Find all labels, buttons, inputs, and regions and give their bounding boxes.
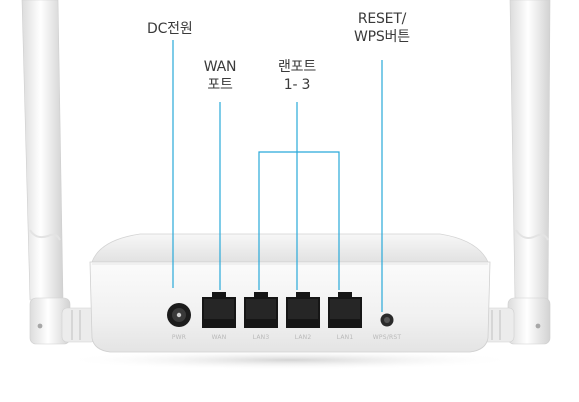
right-antenna <box>479 0 551 345</box>
lan1-port <box>328 292 362 328</box>
left-antenna <box>21 0 97 345</box>
lan-label-line1: 랜포트 <box>277 59 317 75</box>
router-lid <box>91 233 489 263</box>
lan3-port <box>244 292 278 328</box>
dc-power-jack <box>167 303 191 327</box>
wps-rst-port-label: WPS/RST <box>372 334 402 341</box>
dc-power-label: DC전원 <box>147 21 193 37</box>
reset-label-line1: RESET/ <box>357 11 407 27</box>
wan-label-line1: WAN <box>203 59 237 75</box>
lan-label-line2: 1- 3 <box>283 77 311 93</box>
wan-port <box>202 292 236 328</box>
lan3-port-label: LAN3 <box>252 334 270 341</box>
lan1-port-label: LAN1 <box>336 334 354 341</box>
leader-lines <box>172 40 383 312</box>
lan2-port-label: LAN2 <box>294 334 312 341</box>
pwr-port-label: PWR <box>171 334 187 341</box>
reset-label-line2: WPS버튼 <box>354 29 410 45</box>
wan-label-line2: 포트 <box>207 77 233 93</box>
lan-leader-bracket <box>258 151 340 290</box>
lan2-port <box>286 292 320 328</box>
floor-shadow <box>60 350 520 370</box>
reset-wps-button <box>380 313 394 327</box>
wan-port-label: WAN <box>211 334 227 341</box>
